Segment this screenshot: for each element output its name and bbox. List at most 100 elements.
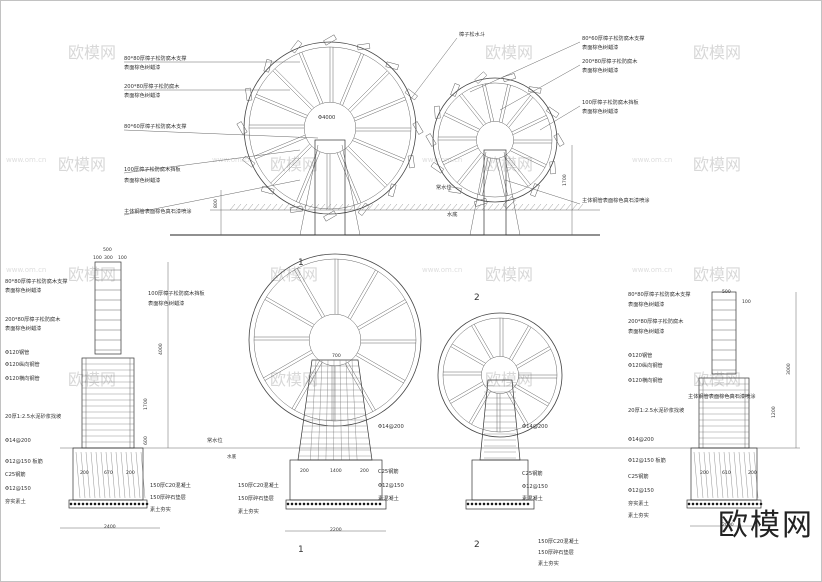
hatch-line [80, 451, 86, 499]
wheel-hub [303, 101, 357, 155]
wheel-spoke [471, 325, 491, 360]
hatch-line [397, 203, 404, 211]
wheel-paddle [412, 121, 424, 135]
wheel-spoke [298, 151, 321, 203]
label: 80*80厚樟子松防腐木支撑 [5, 277, 67, 285]
wheel-spoke [517, 348, 551, 369]
wheel-spoke [353, 137, 405, 160]
hatch-line [379, 203, 386, 211]
timber-post [711, 291, 737, 375]
gravel [93, 502, 97, 506]
wheel-paddle [545, 106, 560, 118]
wheel-paddle [242, 155, 256, 168]
watermark-logo: 欧模网 [693, 155, 741, 174]
gravel [354, 502, 358, 506]
wheel-paddle [474, 197, 488, 207]
watermark-logo: 欧模网 [693, 43, 741, 62]
wheel-outer-rim [437, 312, 563, 438]
section-marker: 2 [474, 293, 480, 303]
label: 素土夯实 [538, 559, 559, 567]
wheel-paddle [357, 202, 370, 216]
label: Φ14@200 [378, 424, 404, 430]
wheel-spoke [270, 143, 310, 184]
gravel [358, 502, 362, 506]
hatch-line [355, 203, 362, 211]
label: 100厚樟子松防腐木挡板 [124, 165, 181, 173]
gravel [338, 502, 342, 506]
gravel [81, 502, 85, 506]
wheel-spoke [461, 93, 486, 124]
wheel-paddle [502, 196, 516, 209]
wheel-paddle [553, 133, 565, 147]
hatch-line [391, 203, 398, 211]
label: Φ120纵向钢管 [628, 361, 663, 369]
support-brace [469, 151, 487, 236]
dim-label: 200 [300, 468, 309, 474]
label: 表面棕色树蜡漆 [628, 327, 664, 335]
wheel-spoke [506, 95, 531, 126]
label-top: 樟子松水斗 [459, 30, 485, 38]
hatch-line [748, 451, 754, 499]
wheel-spoke [450, 346, 485, 366]
section-marker: 1 [298, 545, 304, 555]
section-mid-2: 2 2 Φ14@200 C25钢筋 Φ12@150 素混凝土 150厚C20混凝… [437, 293, 579, 567]
wheel-paddle [407, 155, 415, 169]
wheel-spoke [354, 99, 407, 122]
wheel-spoke [348, 146, 388, 186]
gravel [727, 502, 731, 506]
watermark-url: www.om.cn [422, 266, 462, 274]
gravel [703, 502, 707, 506]
watermark-logo: 欧模网 [270, 370, 318, 389]
wheel-spoke [339, 151, 362, 203]
gravel [85, 502, 89, 506]
bottom-label: 水底 [447, 210, 457, 218]
gravel [366, 502, 370, 506]
wheel-spoke [301, 51, 324, 104]
wheel-spoke [347, 269, 376, 318]
hatch-line [241, 203, 248, 211]
wheel-paddle [289, 205, 303, 213]
label: 表面棕色树蜡漆 [124, 91, 160, 99]
gravel [101, 502, 105, 506]
wheel-spoke [266, 296, 315, 325]
wheel-spoke [272, 146, 312, 186]
brand-watermark: 欧模网 [718, 508, 814, 543]
wheel-spoke [510, 150, 546, 168]
hatch-line [738, 451, 744, 499]
wheel-outer-rim [432, 77, 558, 203]
section-right: 500 100 80*80厚樟子松防腐木支撑 表面棕色树蜡漆 200*80厚樟子… [628, 289, 797, 528]
wheel-spoke [264, 299, 313, 328]
label: 150厚C20混凝土 [238, 481, 279, 489]
wheel-spoke [511, 115, 547, 133]
dim-label: 700 [332, 353, 341, 359]
hatch-line [95, 451, 101, 499]
hatch-line [421, 203, 428, 211]
hatch-line [733, 451, 739, 499]
hatch-line [110, 451, 116, 499]
gravel [711, 502, 715, 506]
gravel [514, 502, 518, 506]
gravel [69, 502, 73, 506]
hatch-line [307, 203, 314, 211]
gravel [330, 502, 334, 506]
label: 主体钢管表面棕色真石漆喷涂 [124, 207, 192, 215]
gravel [723, 502, 727, 506]
waterwheel-small-elevation [425, 71, 565, 236]
label: 素混凝土 [522, 494, 543, 502]
rebar-line [317, 359, 323, 461]
hatch-line [265, 203, 272, 211]
diameter-label: Φ4000 [318, 115, 335, 121]
label: 200*80厚樟子松防腐木 [628, 317, 684, 325]
wheel-spoke [508, 97, 534, 128]
gravel [755, 502, 759, 506]
label: Φ12@150 [378, 483, 404, 489]
label: Φ120钢管 [628, 351, 652, 359]
hatch-line [100, 451, 106, 499]
label: 150厚C20混凝土 [150, 481, 191, 489]
watermark-logo: 欧模网 [270, 155, 318, 174]
top-left-labels: 80*80厚樟子松防腐木支撑 表面棕色树蜡漆 200*80厚樟子松防腐木 表面棕… [123, 54, 319, 216]
wheel-spoke [511, 147, 547, 165]
dim-label: 500 [103, 247, 112, 253]
label: C25钢筋 [378, 467, 399, 475]
gravel [306, 502, 310, 506]
